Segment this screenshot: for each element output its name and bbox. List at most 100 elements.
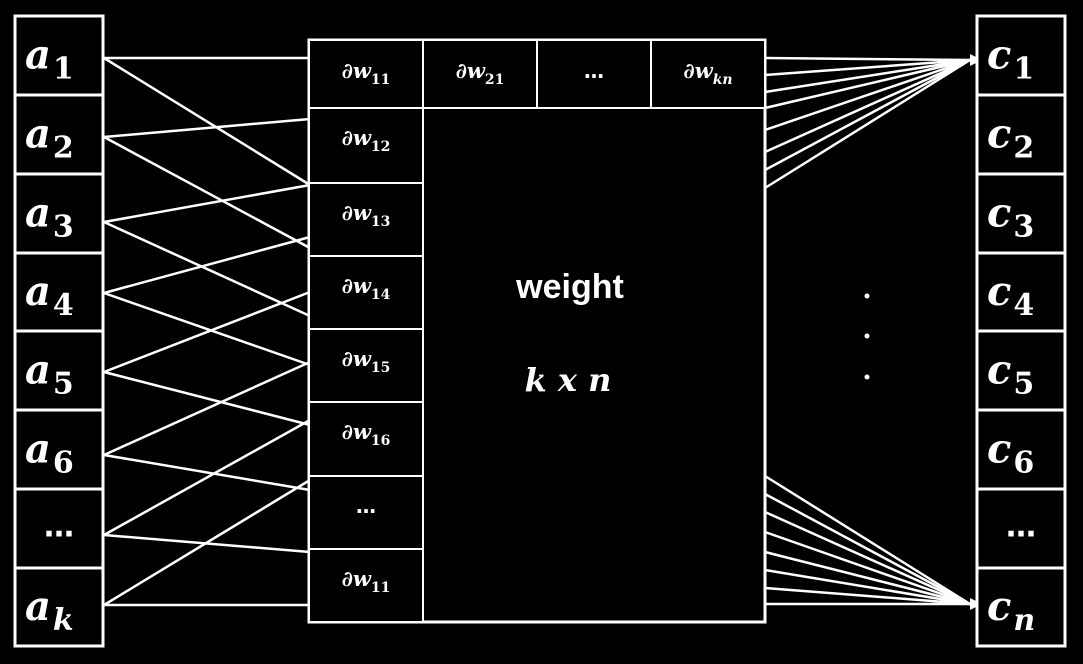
connection-lines	[103, 54, 982, 610]
input-subscript: k	[53, 603, 74, 638]
input-label: a3	[25, 190, 74, 245]
input-subscript: 4	[53, 288, 74, 323]
fan-cn-line	[764, 568, 971, 606]
fan-cn-line	[764, 530, 971, 606]
output-subscript: 6	[1013, 446, 1034, 481]
input-symbol: a	[25, 190, 51, 237]
input-symbol: a	[25, 268, 51, 315]
fan-cn-line	[764, 474, 971, 606]
output-subscript: 2	[1013, 131, 1034, 166]
weight-left-subscript: 16	[371, 433, 390, 449]
output-subscript: n	[1013, 603, 1035, 638]
fan-c1-line	[764, 58, 971, 154]
input-cell	[13, 93, 105, 176]
input-subscript: 1	[53, 52, 74, 87]
fan-c1-line	[764, 58, 971, 77]
input-symbol: a	[25, 583, 51, 630]
output-symbol: c	[987, 111, 1011, 158]
weight-left-cell	[308, 401, 424, 477]
output-subscript: 1	[1013, 52, 1034, 87]
fan-c1-line	[764, 58, 971, 132]
input-label: a2	[25, 111, 74, 166]
input-subscript: 3	[53, 210, 74, 245]
weight-left-symbol: ∂w	[342, 346, 372, 371]
output-label: c5	[987, 347, 1034, 402]
weight-top-cell	[650, 39, 766, 109]
weight-left-cell	[308, 548, 424, 623]
input-cell	[13, 329, 105, 412]
input-symbol: a	[25, 111, 51, 158]
weight-left-cell	[308, 107, 424, 184]
output-symbol: c	[987, 426, 1011, 473]
input-label: a4	[25, 268, 74, 323]
weight-left-cell	[308, 475, 424, 550]
wire-a1-w13	[103, 56, 311, 187]
output-cell	[975, 93, 1067, 176]
weight-left-cell	[308, 182, 424, 257]
output-label: c3	[987, 190, 1034, 245]
input-cell	[13, 408, 105, 491]
input-subscript: 5	[53, 367, 74, 402]
input-cell	[13, 251, 105, 333]
fan-c1-line	[764, 58, 971, 110]
weight-top-symbol: ∂w	[342, 58, 372, 83]
output-symbol: c	[987, 32, 1011, 79]
input-symbol: a	[25, 347, 51, 394]
input-cell	[13, 566, 105, 648]
wire-a2-w12	[103, 117, 311, 139]
weight-left-symbol: ∂w	[342, 419, 372, 444]
output-cell	[975, 329, 1067, 412]
weight-left-label: ∂w14	[342, 273, 391, 303]
weight-left-symbol: ∂w	[342, 566, 372, 591]
weight-title: weight	[515, 268, 624, 306]
weight-top-symbol: ∂w	[683, 58, 713, 83]
input-subscript: 6	[53, 446, 74, 481]
weight-matrix: ∂w11∂w21…∂wkn ∂w12∂w13∂w14∂w15∂w16…∂w11 …	[307, 38, 767, 624]
output-symbol: c	[987, 347, 1011, 394]
wire-a2-w14	[103, 135, 311, 250]
weight-left-label: ∂w12	[342, 125, 391, 155]
weight-left-label: ∂w13	[342, 200, 391, 230]
input-ellipsis: …	[44, 510, 74, 545]
wire-a3-w15	[103, 220, 311, 318]
weight-top-subscript: 21	[485, 72, 504, 88]
input-label: a1	[25, 32, 74, 87]
weight-top-symbol: ∂w	[456, 58, 486, 83]
wire-a4-w14	[103, 235, 311, 295]
output-cell	[975, 566, 1067, 648]
weight-left-subscript: 12	[371, 139, 390, 155]
wire-a4-w15	[103, 291, 311, 367]
fan-c1-line	[764, 56, 971, 62]
weight-top-row: ∂w11∂w21…∂wkn	[308, 39, 766, 109]
wire-a6-wdots	[103, 453, 311, 492]
input-label: a6	[25, 426, 74, 481]
output-label: c4	[987, 268, 1034, 323]
weight-top-cell	[308, 39, 424, 109]
weight-left-subscript: 15	[371, 360, 390, 376]
wire-a5-w14	[103, 290, 311, 374]
weight-left-cell	[308, 328, 424, 403]
weight-top-ellipsis: …	[584, 59, 604, 83]
weight-top-subscript: 11	[371, 72, 390, 88]
weight-left-cell	[308, 255, 424, 330]
output-label: c2	[987, 111, 1034, 166]
output-ellipsis: …	[1006, 510, 1036, 545]
output-label: cn	[987, 583, 1035, 638]
wire-a5-w16	[103, 370, 311, 427]
output-subscript: 4	[1013, 288, 1034, 323]
ellipsis-vertical-icon	[864, 293, 870, 380]
output-label: c6	[987, 426, 1034, 481]
weight-left-subscript: 11	[371, 580, 390, 596]
weight-left-ellipsis: …	[356, 494, 376, 518]
fan-cn-line	[764, 550, 971, 606]
fan-c1-line	[764, 58, 971, 190]
weight-left-column: ∂w12∂w13∂w14∂w15∂w16…∂w11	[308, 107, 424, 623]
output-subscript: 5	[1013, 367, 1034, 402]
weight-left-symbol: ∂w	[342, 200, 372, 225]
weight-left-label: ∂w11	[342, 566, 391, 596]
weight-top-label: ∂w11	[342, 58, 391, 88]
input-cell	[13, 14, 105, 97]
weight-left-subscript: 13	[371, 214, 390, 230]
